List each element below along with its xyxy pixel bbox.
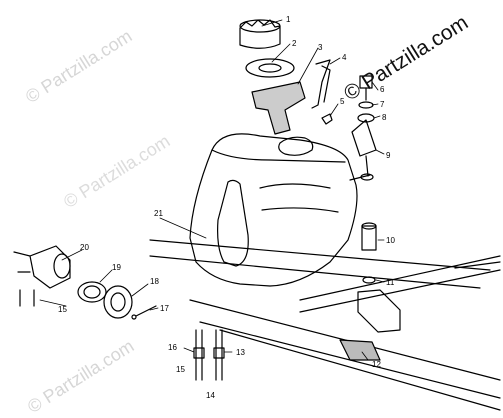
callout-9: 9 [386,151,391,160]
callout-4: 4 [342,53,347,62]
callout-18: 18 [150,277,159,286]
fuel-tank [189,133,371,287]
callout-10: 10 [386,236,395,245]
callout-12: 12 [372,360,381,369]
callout-20: 20 [80,243,89,252]
vent-hose [311,59,331,109]
callout-2: 2 [292,39,297,48]
spacer [361,222,377,284]
callout-19: 19 [112,263,121,272]
leader-lines [39,19,385,361]
callout-21: 21 [154,209,163,218]
hose-clip [321,113,333,125]
screw [131,305,157,320]
callout-6: 6 [380,85,385,94]
callout-15-lines: 15 [176,365,185,374]
callout-7: 7 [380,100,385,109]
callout-15-petcock: 15 [58,305,67,314]
callout-8: 8 [382,113,387,122]
fuel-lines [193,329,225,381]
cap-gasket [245,58,295,78]
fuel-petcock [13,245,71,307]
callout-11: 11 [386,278,395,287]
fuel-cap [239,19,281,49]
seal-ring [77,281,107,303]
fuel-filter [103,285,133,319]
callout-16: 16 [168,343,177,352]
callout-17: 17 [160,304,169,313]
callout-14: 14 [206,391,215,400]
callout-1: 1 [286,15,291,24]
tank-pad [251,81,306,135]
callouts: 1 2 3 4 5 6 7 8 9 10 11 12 13 14 15 16 1… [58,15,395,400]
frame-bracket [339,289,401,361]
callout-3: 3 [318,43,323,52]
callout-13: 13 [236,348,245,357]
mount-hardware [351,75,377,181]
callout-5: 5 [340,97,345,106]
